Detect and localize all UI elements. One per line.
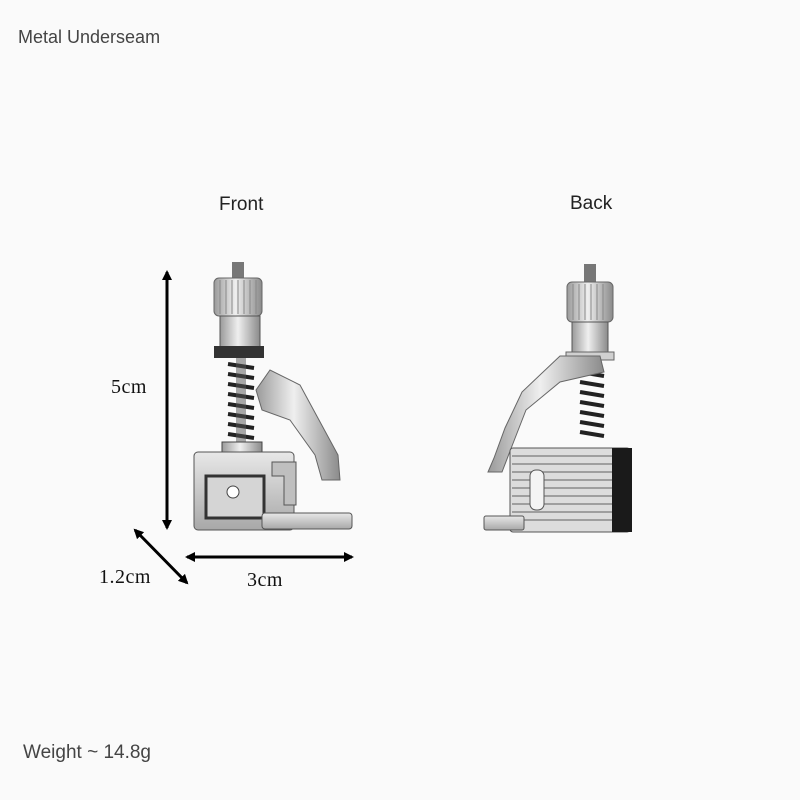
weight-label: Weight ~ 14.8g: [23, 742, 151, 763]
depth-arrow: [133, 528, 189, 585]
depth-dimension-label: 1.2cm: [99, 566, 151, 588]
back-view-label: Back: [570, 193, 613, 214]
front-view-label: Front: [219, 194, 264, 215]
product-title: Metal Underseam: [18, 27, 161, 47]
width-dimension-label: 3cm: [247, 569, 283, 591]
height-dimension-label: 5cm: [111, 376, 147, 398]
